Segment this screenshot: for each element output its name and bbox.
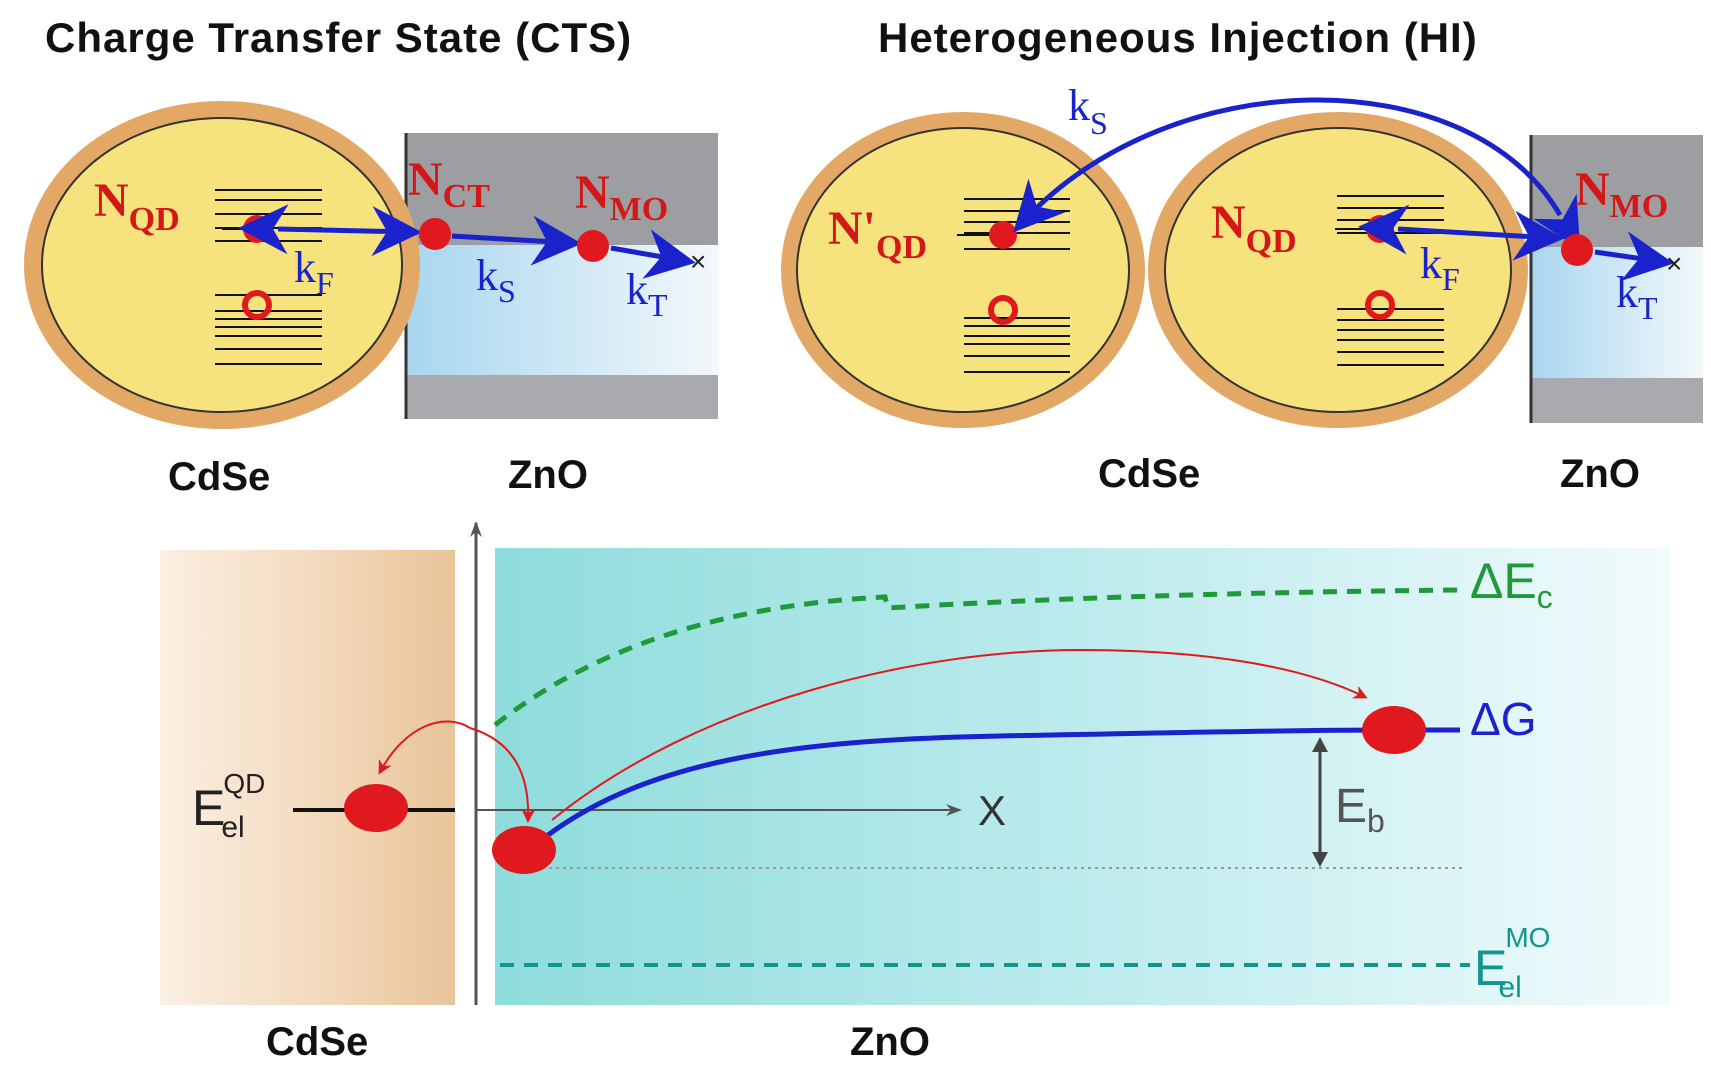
cts-electron-qd <box>243 215 271 243</box>
cts-nct-label: NCT <box>408 153 490 215</box>
delta-ec-curve <box>493 587 1461 727</box>
eb-arrow-head-bottom <box>1312 852 1328 867</box>
hi-title: Heterogeneous Injection (HI) <box>878 14 1478 61</box>
electron-zno-interface <box>492 826 556 874</box>
delta-ec-label: ΔEc <box>1470 553 1553 615</box>
cts-region-zno: ZnO <box>508 453 588 497</box>
bottom-region-cdse: CdSe <box>266 1020 368 1064</box>
cts-nmo-label: NMO <box>575 166 668 228</box>
zno-band-region <box>495 548 1670 1005</box>
hi-kt-arrow <box>1594 231 1674 282</box>
cts-nqd-label: NQD <box>94 174 180 238</box>
hi-electron-mo <box>1561 234 1593 266</box>
cts-title: Charge Transfer State (CTS) <box>45 14 632 61</box>
hi-kt-label: kT <box>1616 268 1658 326</box>
hi-cross-mark: × <box>1666 248 1682 279</box>
delta-g-label: ΔG <box>1470 693 1537 745</box>
eb-label: Eb <box>1335 780 1385 839</box>
delta-g-curve <box>533 727 1460 847</box>
cts-electron-ct <box>419 218 451 250</box>
hi-hole-qd <box>1365 290 1395 320</box>
cts-kf-label: kF <box>294 243 334 301</box>
electron-qd-level <box>344 784 408 832</box>
back-transfer-arrow <box>378 720 471 775</box>
hi-ks-arrow <box>1013 97 1581 250</box>
cts-kt-arrow <box>610 229 696 279</box>
cts-ks-arrow <box>451 215 582 266</box>
eb-arrow-head-top <box>1312 737 1328 752</box>
x-axis-label: X <box>978 787 1006 834</box>
cts-cross-mark: × <box>690 246 706 277</box>
hi-kf-label: kF <box>1420 239 1460 297</box>
hi-qd2-valence-levels <box>964 317 1070 373</box>
hi-nqd2-label: N'QD <box>828 202 927 266</box>
cts-qd-valence-levels <box>215 294 322 365</box>
hi-zno-valence-band <box>1531 378 1703 423</box>
hi-ks-label: kS <box>1068 81 1108 141</box>
injection-arrow <box>469 727 536 823</box>
cts-kt-label: kT <box>626 265 668 323</box>
hi-kf-arrow <box>1358 204 1564 261</box>
cts-hole-qd <box>242 290 272 320</box>
cts-ks-label: kS <box>476 251 516 309</box>
dissociation-arrow <box>551 648 1368 821</box>
bottom-region-zno: ZnO <box>850 1020 930 1064</box>
cts-region-cdse: CdSe <box>168 455 270 499</box>
hi-region-zno: ZnO <box>1560 452 1640 496</box>
cts-kf-arrow <box>238 204 422 257</box>
hi-region-cdse: CdSe <box>1098 452 1200 496</box>
cts-electron-mo <box>577 230 609 262</box>
hi-panel: Heterogeneous Injection (HI) <box>781 14 1703 496</box>
cts-qd-core <box>41 117 403 413</box>
hi-electron-qd2 <box>989 221 1017 249</box>
hi-nmo-label: NMO <box>1575 163 1668 225</box>
hi-electron-qd <box>1366 215 1394 243</box>
electron-delta-g <box>1362 706 1426 754</box>
cts-panel: Charge Transfer State (CTS) NQD <box>24 14 718 499</box>
cts-zno-valence-band <box>406 375 718 419</box>
hi-hole-qd2 <box>988 295 1018 325</box>
cdse-band-region <box>160 550 455 1005</box>
